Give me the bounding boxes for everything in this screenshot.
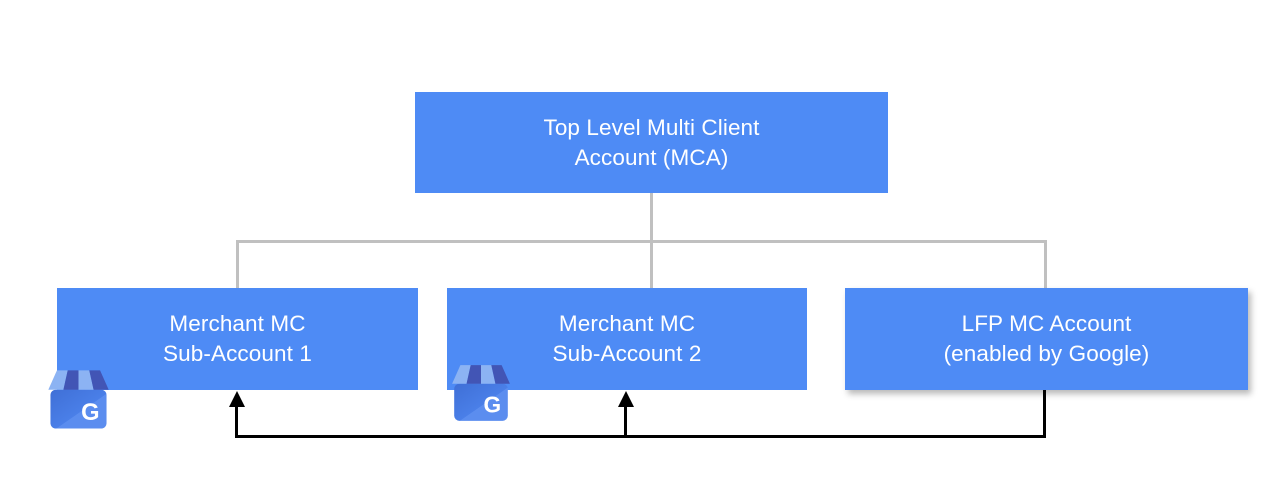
node-lfp-line1: LFP MC Account [961,311,1132,336]
arrowhead-to-sub2 [617,391,634,407]
connector-drop-lfp [1044,240,1047,289]
node-lfp-mc-account[interactable]: LFP MC Account (enabled by Google) [845,288,1248,390]
node-sub2-line2: Sub-Account 2 [552,341,702,366]
connector-horizontal-bus [236,240,1046,243]
connector-top-stem [650,193,653,242]
node-top-line2: Account (MCA) [574,144,729,170]
arrowhead-to-sub1 [228,391,245,407]
node-merchant-sub-account-2[interactable]: Merchant MC Sub-Account 2 [447,288,807,390]
node-sub2-line1: Merchant MC [558,311,696,336]
flow-vertical-to-sub1 [235,398,238,438]
google-business-profile-icon: G [48,370,109,429]
flow-vertical-to-sub2 [624,398,627,438]
flow-vertical-from-lfp [1043,389,1046,438]
gbp-letter-g: G [81,400,99,426]
google-business-profile-icon: G [452,365,510,421]
node-sub1-line1: Merchant MC [169,311,306,336]
node-top-line1: Top Level Multi Client [543,114,760,140]
node-top-level-mca[interactable]: Top Level Multi Client Account (MCA) [415,92,888,193]
gbp-letter-g: G [484,392,502,418]
node-sub1-line2: Sub-Account 1 [163,341,312,366]
connector-drop-sub1 [236,240,239,289]
node-merchant-sub-account-1[interactable]: Merchant MC Sub-Account 1 [57,288,418,390]
connector-drop-sub2 [650,240,653,289]
flow-horizontal-bus [236,435,1046,438]
node-lfp-line2: (enabled by Google) [943,341,1150,366]
